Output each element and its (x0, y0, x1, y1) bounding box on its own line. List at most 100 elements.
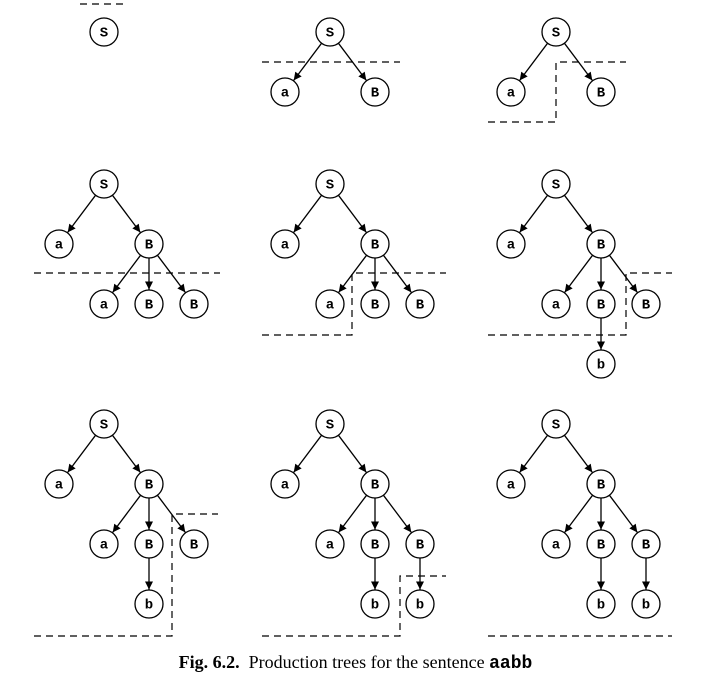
node-label: S (326, 26, 334, 42)
node-label: B (371, 238, 380, 254)
tree-node-a: a (496, 469, 526, 499)
tree-node-B: B (179, 289, 209, 319)
tree-node-S: S (315, 409, 345, 439)
tree-node-a: a (315, 529, 345, 559)
tree-node-B: B (134, 529, 164, 559)
node-label: S (326, 178, 334, 194)
tree-edge (293, 194, 323, 233)
tree-edge (156, 254, 186, 293)
node-label: a (507, 478, 516, 494)
tree-node-b: b (405, 589, 435, 619)
node-label: b (416, 598, 424, 614)
tree-node-B: B (586, 289, 616, 319)
tree-node-a: a (270, 229, 300, 259)
node-label: B (642, 298, 651, 314)
tree-edge (519, 434, 549, 473)
tree-node-B: B (405, 289, 435, 319)
tree-edge (382, 494, 412, 533)
tree-node-B: B (360, 529, 390, 559)
tree-node-b: b (586, 589, 616, 619)
tree-node-B: B (134, 469, 164, 499)
tree-node-S: S (89, 17, 119, 47)
tree-node-S: S (315, 17, 345, 47)
tree-node-S: S (541, 169, 571, 199)
tree-node-b: b (360, 589, 390, 619)
tree-edge (519, 194, 549, 233)
node-label: a (281, 86, 290, 102)
tree-node-S: S (89, 169, 119, 199)
tree-node-B: B (360, 469, 390, 499)
node-label: a (326, 298, 335, 314)
node-label: B (145, 238, 154, 254)
tree-edge (112, 494, 142, 533)
tree-node-B: B (631, 289, 661, 319)
tree-edge (156, 494, 186, 533)
tree-edge (563, 194, 593, 233)
node-label: a (507, 86, 516, 102)
tree-node-B: B (586, 469, 616, 499)
node-label: a (552, 538, 561, 554)
node-label: B (597, 478, 606, 494)
node-label: a (507, 238, 516, 254)
node-label: B (371, 298, 380, 314)
node-label: S (100, 418, 108, 434)
node-label: B (145, 538, 154, 554)
node-label: a (55, 478, 64, 494)
tree-edge (67, 434, 97, 473)
sentential-form-cut-line (34, 513, 218, 637)
sentential-form-cut-line (488, 272, 672, 336)
tree-edge (563, 434, 593, 473)
node-label: a (326, 538, 335, 554)
node-label: S (552, 418, 560, 434)
figure-number: Fig. 6.2. (178, 652, 240, 672)
tree-node-S: S (541, 17, 571, 47)
tree-node-S: S (89, 409, 119, 439)
node-label: b (642, 598, 650, 614)
node-label: a (281, 238, 290, 254)
tree-node-a: a (541, 289, 571, 319)
node-label: a (281, 478, 290, 494)
node-label: a (55, 238, 64, 254)
node-label: b (597, 598, 605, 614)
tree-edge (112, 254, 142, 293)
node-label: B (597, 238, 606, 254)
figure-caption: Fig. 6.2. Production trees for the sente… (0, 652, 711, 674)
node-label: a (100, 298, 109, 314)
node-label: B (190, 298, 199, 314)
tree-node-a: a (270, 469, 300, 499)
tree-node-B: B (405, 529, 435, 559)
node-label: B (145, 478, 154, 494)
node-label: a (552, 298, 561, 314)
tree-node-b: b (134, 589, 164, 619)
tree-node-S: S (315, 169, 345, 199)
sentential-form-cut-line (488, 61, 626, 123)
tree-edge (337, 194, 367, 233)
tree-edge (293, 434, 323, 473)
node-label: b (597, 358, 605, 374)
node-label: B (190, 538, 199, 554)
node-label: S (100, 26, 108, 42)
tree-edge (564, 494, 594, 533)
tree-node-b: b (631, 589, 661, 619)
node-label: B (371, 478, 380, 494)
tree-node-B: B (134, 229, 164, 259)
tree-node-b: b (586, 349, 616, 379)
node-label: S (326, 418, 334, 434)
tree-node-B: B (179, 529, 209, 559)
sentential-form-cut-line (262, 575, 446, 637)
tree-edge (338, 254, 368, 293)
node-label: S (100, 178, 108, 194)
tree-node-a: a (89, 529, 119, 559)
tree-edge (293, 42, 323, 81)
sentential-form-cut-line (262, 272, 446, 336)
tree-node-a: a (315, 289, 345, 319)
node-label: B (597, 298, 606, 314)
tree-node-B: B (586, 529, 616, 559)
node-label: B (642, 538, 651, 554)
tree-node-B: B (360, 289, 390, 319)
